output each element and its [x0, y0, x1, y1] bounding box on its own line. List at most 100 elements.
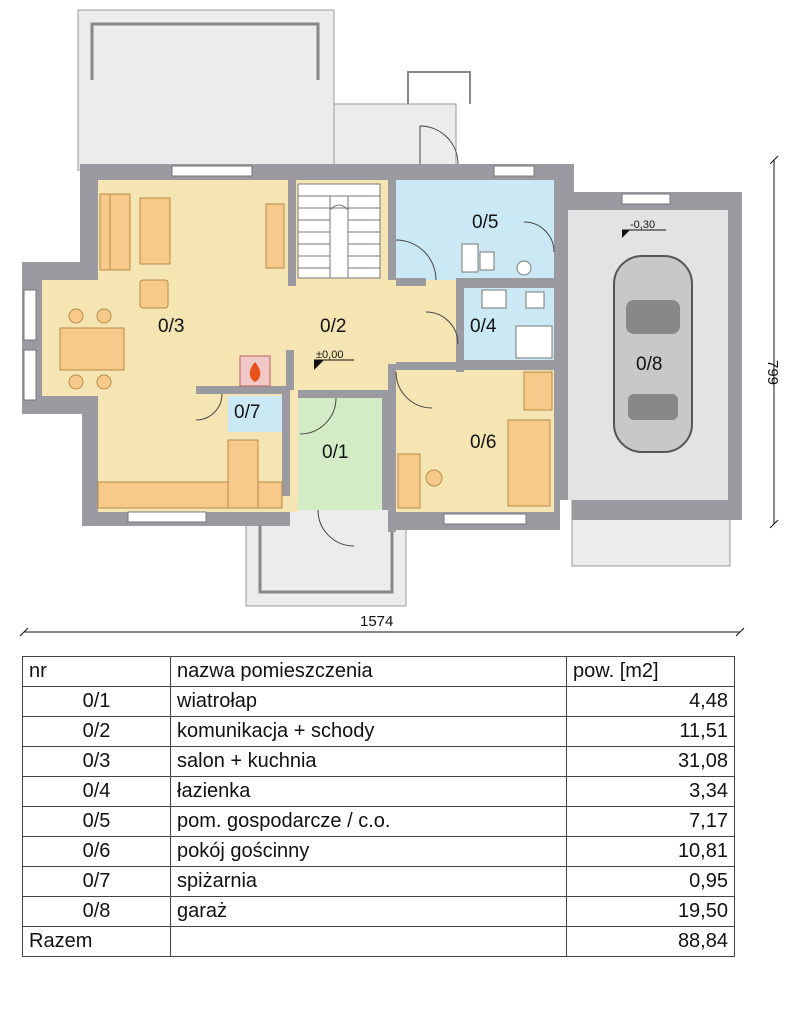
- wall: [388, 180, 396, 280]
- dining-table: [59, 327, 125, 371]
- dimension-width: 1574: [19, 613, 745, 637]
- table-header-row: nr nazwa pomieszczenia pow. [m2]: [22, 656, 735, 687]
- dimension-width-tick: [19, 627, 29, 637]
- kitchen-counter-side: [227, 439, 259, 509]
- wall: [286, 350, 294, 390]
- window: [493, 165, 535, 177]
- window: [171, 165, 253, 177]
- table-row: 0/5 pom. gospodarcze / c.o. 7,17: [22, 806, 735, 837]
- rear-steps: [407, 71, 471, 104]
- chair: [96, 308, 112, 324]
- cell-area: 0,95: [566, 866, 735, 897]
- cell-nr: 0/4: [22, 776, 171, 807]
- room-label-0-4: 0/4: [470, 316, 497, 337]
- cell-nr: 0/2: [22, 716, 171, 747]
- header-nr: nr: [22, 656, 171, 687]
- cell-name: pokój gościnny: [170, 836, 567, 867]
- room-label-0-6: 0/6: [470, 432, 496, 453]
- car-windshield: [626, 300, 680, 334]
- dimension-width-label: 1574: [360, 613, 393, 630]
- table-row: 0/4 łazienka 3,34: [22, 776, 735, 807]
- cell-nr: 0/6: [22, 836, 171, 867]
- wall: [554, 180, 568, 500]
- cell-name: komunikacja + schody: [170, 716, 567, 747]
- wc: [479, 251, 495, 271]
- room-label-0-1: 0/1: [322, 442, 348, 463]
- dimension-height-label: 799: [764, 360, 781, 385]
- car-icon: [613, 255, 693, 453]
- cell-area: 3,34: [566, 776, 735, 807]
- armchair: [139, 279, 169, 309]
- stairs-treads: [298, 195, 380, 278]
- cell-name: łazienka: [170, 776, 567, 807]
- wall: [456, 280, 464, 372]
- stairs-outline: [297, 183, 381, 279]
- level-mark: ±0,00: [316, 349, 343, 361]
- room-label-0-8: 0/8: [636, 354, 662, 375]
- door-swing: [195, 393, 223, 421]
- cell-name: salon + kuchnia: [170, 746, 567, 777]
- room-label-0-2: 0/2: [320, 316, 346, 337]
- table-row: 0/7 spiżarnia 0,95: [22, 866, 735, 897]
- garage-level-arrow-icon: [622, 230, 630, 238]
- window: [443, 513, 527, 525]
- shower: [515, 325, 553, 359]
- tv-cabinet: [265, 203, 285, 269]
- staircase: [297, 183, 381, 279]
- washing-machine: [516, 260, 532, 276]
- cell-name: pom. gospodarcze / c.o.: [170, 806, 567, 837]
- wall: [282, 386, 290, 496]
- coffee-table: [139, 197, 171, 265]
- table-total-row: Razem 88,84: [22, 926, 735, 957]
- level-markers: ±0,00 -0,30: [314, 219, 666, 370]
- cell-area: 4,48: [566, 686, 735, 717]
- bathroom-vanity: [481, 289, 507, 309]
- wardrobe: [523, 371, 553, 411]
- dimension-height: 799: [764, 155, 781, 529]
- room-fills: [42, 180, 728, 512]
- chair: [68, 374, 84, 390]
- wall: [196, 386, 284, 394]
- chair: [96, 374, 112, 390]
- rear-terrace-railing: [90, 22, 320, 80]
- cell-name: garaż: [170, 896, 567, 927]
- cell-nr: 0/3: [22, 746, 171, 777]
- doors: [195, 125, 555, 547]
- cell-name: wiatrołap: [170, 686, 567, 717]
- front-porch: [245, 505, 407, 607]
- door-swing: [425, 311, 459, 345]
- desk-chair: [425, 469, 443, 487]
- door-swing: [317, 509, 355, 547]
- table-row: 0/2 komunikacja + schody 11,51: [22, 716, 735, 747]
- cell-nr: 0/5: [22, 806, 171, 837]
- floor-plan: ±0,00 -0,30 0/1 0/2 0/3 0/4 0/5 0/6 0/7 …: [19, 9, 781, 637]
- dimension-height-tick: [769, 519, 779, 529]
- wall: [388, 364, 396, 532]
- cell-area: 7,17: [566, 806, 735, 837]
- chair: [68, 308, 84, 324]
- fireplace-flame-icon: [249, 362, 261, 382]
- rear-terrace: [77, 9, 335, 171]
- door-swing: [299, 397, 337, 435]
- room-label-0-3: 0/3: [158, 316, 184, 337]
- furniture: [59, 193, 553, 509]
- toilet: [525, 291, 545, 309]
- total-area: 88,84: [566, 926, 735, 957]
- windows: [23, 165, 671, 525]
- boiler: [461, 243, 479, 273]
- table-row: 0/6 pokój gościnny 10,81: [22, 836, 735, 867]
- wall: [396, 278, 426, 286]
- cell-area: 31,08: [566, 746, 735, 777]
- dimension-width-tick: [735, 627, 745, 637]
- wall: [340, 390, 388, 398]
- door-swing: [395, 239, 437, 281]
- cell-nr: 0/1: [22, 686, 171, 717]
- wall: [456, 278, 560, 286]
- window: [23, 349, 37, 401]
- cell-area: 19,50: [566, 896, 735, 927]
- wall: [396, 362, 560, 370]
- room-0-7-fill: [228, 396, 288, 432]
- desk: [397, 453, 421, 509]
- cell-name: spiżarnia: [170, 866, 567, 897]
- level-arrow-icon: [314, 360, 324, 370]
